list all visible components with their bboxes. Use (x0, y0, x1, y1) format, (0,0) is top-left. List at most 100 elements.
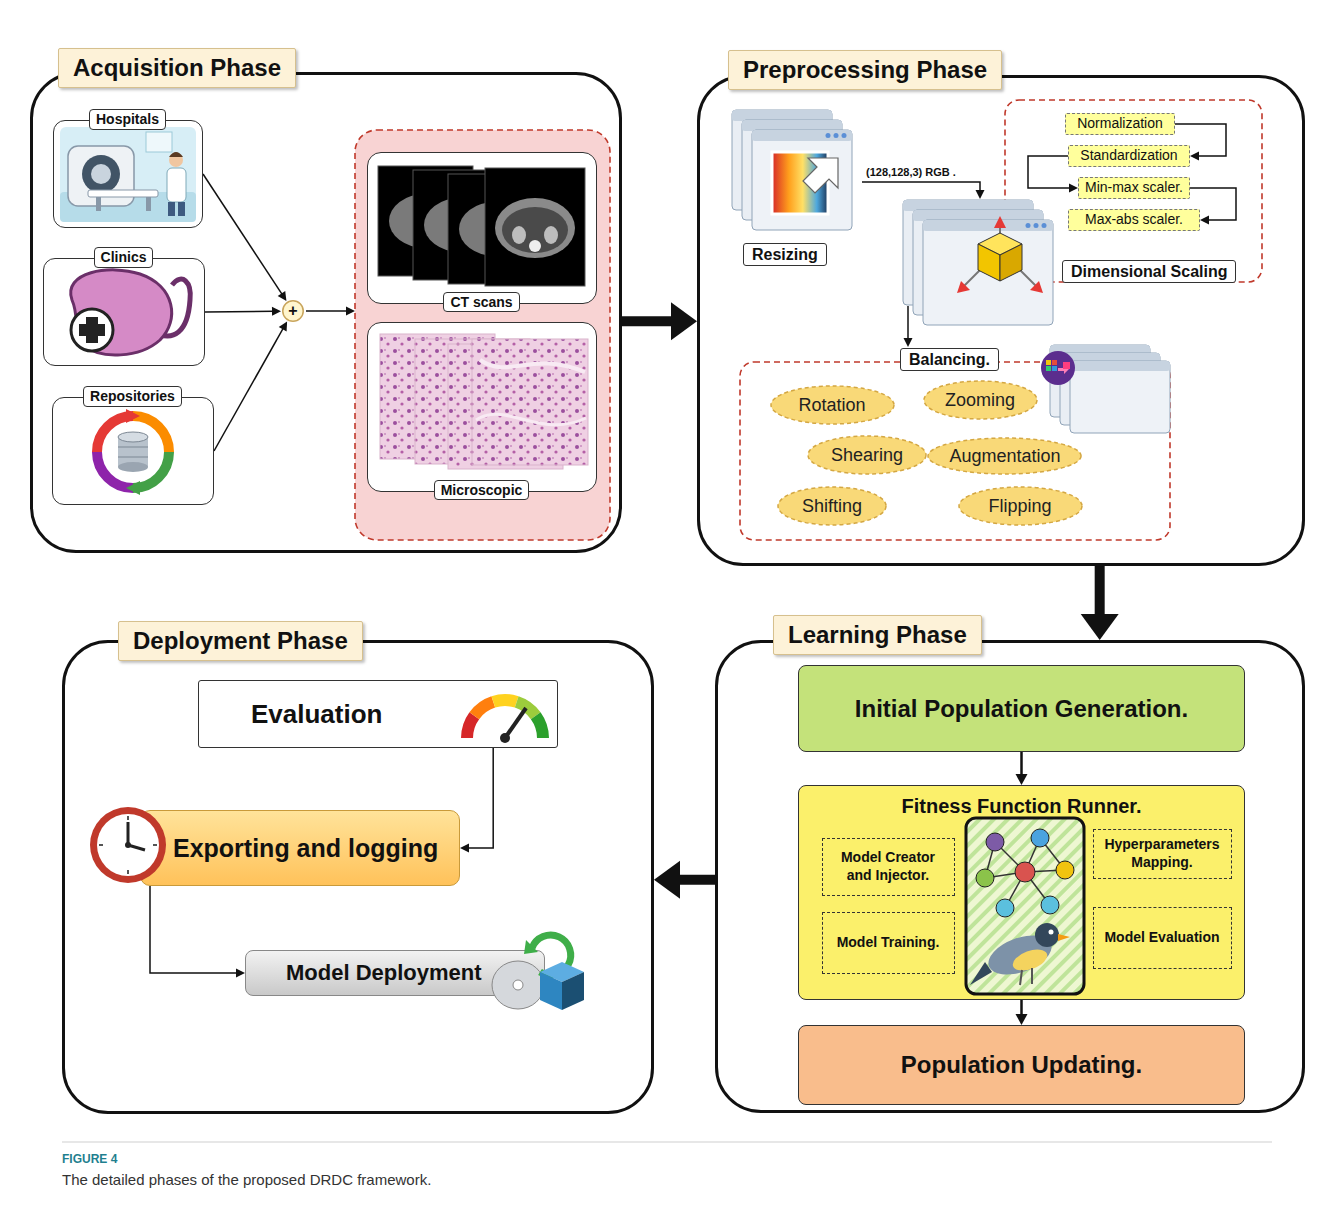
stage-title: Model Deployment (286, 960, 482, 986)
sub-step-box: Model Training. (822, 912, 955, 974)
connector (1016, 1000, 1028, 1025)
connector-line (205, 310, 274, 312)
arrow-head (1016, 1014, 1028, 1025)
resize-arrow-head (976, 190, 985, 199)
connector (205, 307, 281, 316)
connector-line (150, 886, 238, 973)
source-label: Hospitals (89, 109, 166, 130)
process-box: Evaluation (198, 680, 558, 748)
figure-number: FIGURE 4 (62, 1152, 117, 1166)
source-card: Clinics (43, 258, 205, 366)
scaling-step: Max-abs scaler. (1085, 212, 1183, 227)
optimizer-illustration (966, 818, 1084, 994)
balancing-region (740, 362, 1170, 540)
connector (460, 748, 493, 853)
sub-step: Hyperparameters Mapping. (1100, 836, 1225, 871)
merge-arrow-head (346, 307, 355, 316)
connector-line (1028, 156, 1071, 188)
source-label: Clinics (94, 247, 154, 268)
scaling-box: Standardization (1068, 145, 1190, 167)
stage-title: Initial Population Generation. (855, 695, 1188, 723)
connector-line (203, 174, 282, 295)
phase-title: Deployment Phase (118, 621, 363, 661)
arrow-head (671, 302, 697, 340)
augmentation-ellipse: Augmentation (927, 437, 1082, 475)
scaling-box: Max-abs scaler. (1068, 209, 1200, 231)
augmentation-type: Augmentation (949, 446, 1060, 467)
image-type-label: Microscopic (434, 480, 530, 501)
augmentation-type: Rotation (798, 395, 865, 416)
augmentation-type: Shifting (802, 496, 862, 517)
step-label-box: Balancing. (900, 348, 999, 371)
augmentation-ellipse: Rotation (770, 385, 895, 425)
source-card: Repositories (52, 397, 214, 505)
image-type-label: CT scans (443, 292, 519, 313)
figure-caption: The detailed phases of the proposed DRDC… (62, 1171, 1262, 1188)
connector (1081, 566, 1119, 640)
sub-step-box: Model Creator and Injector. (822, 838, 955, 896)
stage-title: Evaluation (251, 699, 382, 730)
phase-panel: Deployment PhaseEvaluationExporting and … (62, 640, 654, 1114)
augmentation-ellipse: Shearing (807, 435, 927, 475)
phase-panel: Learning PhaseInitial Population Generat… (715, 640, 1305, 1113)
phase-title: Acquisition Phase (58, 48, 296, 88)
clock-icon (90, 807, 166, 883)
stage-title: Fitness Function Runner. (901, 795, 1141, 818)
arrow-head (654, 861, 680, 899)
arrow-head (460, 844, 469, 853)
connector (150, 886, 245, 978)
resizing-icon (732, 110, 852, 230)
image-card: Microscopic (367, 322, 597, 492)
process-box: Fitness Function Runner. Model Creator an… (798, 785, 1245, 1000)
resize-arrow-line (862, 182, 980, 192)
arrow-head (1016, 774, 1028, 785)
balance-arrow-line (907, 306, 909, 339)
connector (1016, 752, 1028, 785)
kidney-clinic-illustration (71, 270, 191, 355)
phase-panel: Preprocessing PhaseResizingNormalization… (697, 75, 1305, 566)
augmentation-ellipse: Zooming (923, 380, 1038, 420)
step-label: Balancing. (909, 350, 990, 369)
arrow-head (1190, 152, 1199, 161)
arrow-head (1081, 614, 1119, 640)
sub-step: Model Training. (837, 934, 940, 952)
image-group-region (355, 130, 610, 540)
scaling-box: Normalization (1065, 113, 1175, 135)
phase-title: Learning Phase (773, 615, 982, 655)
plus-sign: + (288, 303, 297, 319)
step-label: Resizing (752, 245, 818, 264)
process-box: Initial Population Generation. (798, 665, 1245, 752)
merge-circle: + (282, 300, 304, 322)
arrow-head (278, 291, 287, 301)
arrow-head (279, 321, 287, 331)
source-card: Hospitals (53, 120, 203, 228)
sub-step: Model Creator and Injector. (829, 849, 948, 884)
step-label-box: Resizing (743, 243, 827, 266)
sub-step-box: Hyperparameters Mapping. (1093, 829, 1232, 879)
arrow-head (236, 969, 245, 978)
augmentation-type: Shearing (831, 445, 903, 466)
balance-arrow-head (904, 338, 913, 347)
ct-scan-images (378, 166, 585, 286)
process-box: Exporting and logging (140, 810, 460, 886)
connector (214, 321, 287, 451)
connector (203, 174, 286, 301)
augmentation-type: Zooming (945, 390, 1015, 411)
connector-line (1095, 566, 1105, 619)
stage-title: Population Updating. (901, 1051, 1142, 1079)
arrow-head (1069, 184, 1078, 193)
repository-illustration (97, 409, 169, 495)
scaling-step: Min-max scaler. (1085, 180, 1183, 195)
process-box: Population Updating. (798, 1025, 1245, 1105)
scaling-region (1005, 100, 1262, 282)
source-label: Repositories (83, 386, 182, 407)
connector-line (467, 748, 493, 848)
sub-step-box: Model Evaluation (1093, 907, 1232, 969)
connector-line (1020, 752, 1023, 776)
step-label: Dimensional Scaling (1071, 262, 1227, 281)
connector-line (675, 875, 715, 885)
augmentation-ellipse: Flipping (958, 486, 1083, 526)
scaling-step: Standardization (1080, 148, 1177, 163)
connector-line (1020, 1000, 1023, 1016)
connector-line (622, 316, 676, 326)
